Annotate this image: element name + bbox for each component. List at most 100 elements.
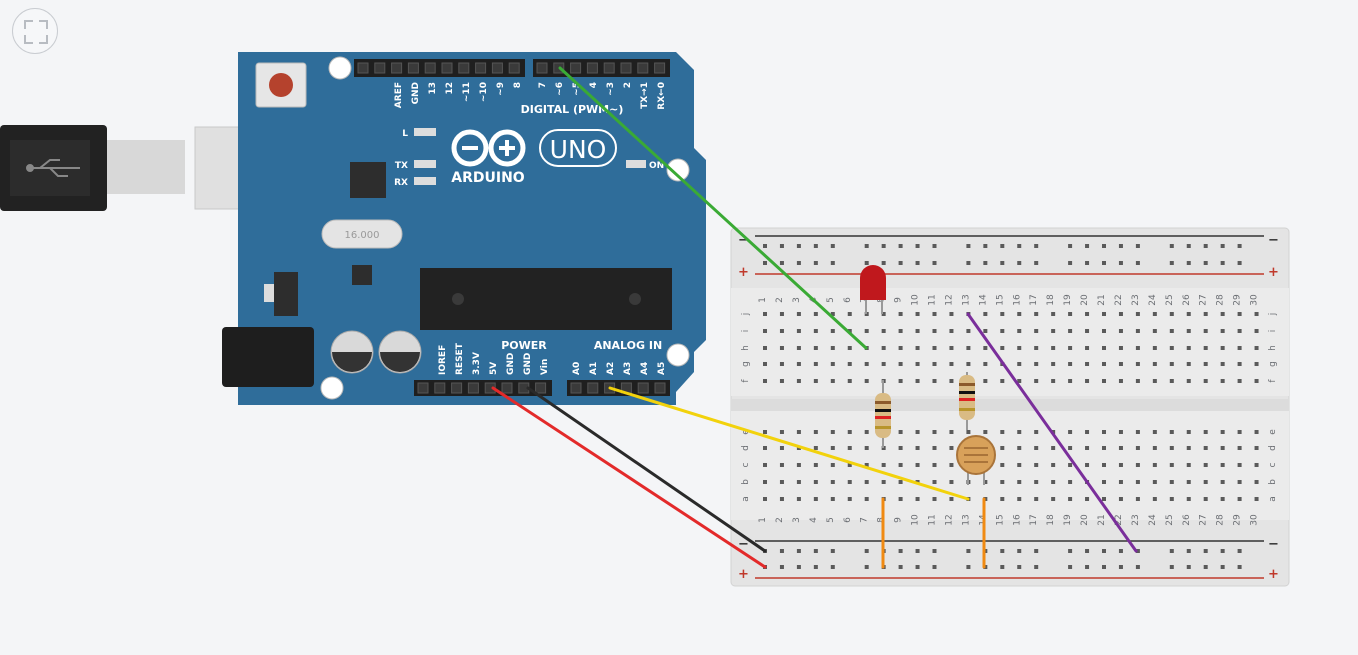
header-pin[interactable] <box>587 382 599 394</box>
breadboard-hole[interactable] <box>1068 329 1073 333</box>
breadboard-hole[interactable] <box>898 480 903 484</box>
breadboard-hole[interactable] <box>796 565 801 569</box>
breadboard-hole[interactable] <box>813 549 818 553</box>
breadboard-hole[interactable] <box>1085 549 1090 553</box>
header-pin[interactable] <box>391 62 403 74</box>
breadboard-hole[interactable] <box>864 497 869 501</box>
breadboard-hole[interactable] <box>881 362 886 366</box>
breadboard-hole[interactable] <box>1068 497 1073 501</box>
breadboard-hole[interactable] <box>915 329 920 333</box>
breadboard-hole[interactable] <box>966 261 971 265</box>
breadboard-hole[interactable] <box>1169 346 1174 350</box>
breadboard-hole[interactable] <box>1118 362 1123 366</box>
breadboard-hole[interactable] <box>1152 312 1157 316</box>
breadboard-hole[interactable] <box>1203 329 1208 333</box>
breadboard-hole[interactable] <box>1017 329 1022 333</box>
breadboard-hole[interactable] <box>1135 312 1140 316</box>
breadboard-hole[interactable] <box>1017 244 1022 248</box>
breadboard-hole[interactable] <box>847 312 852 316</box>
breadboard-hole[interactable] <box>830 480 835 484</box>
breadboard-hole[interactable] <box>1220 480 1225 484</box>
breadboard-hole[interactable] <box>763 346 767 350</box>
breadboard-hole[interactable] <box>932 463 937 467</box>
breadboard-hole[interactable] <box>1000 463 1005 467</box>
breadboard-hole[interactable] <box>813 497 818 501</box>
breadboard-hole[interactable] <box>1152 379 1157 383</box>
breadboard-hole[interactable] <box>1068 549 1073 553</box>
breadboard-hole[interactable] <box>1186 346 1191 350</box>
breadboard-hole[interactable] <box>1152 430 1157 434</box>
breadboard-hole[interactable] <box>1203 463 1208 467</box>
breadboard-hole[interactable] <box>813 244 818 248</box>
breadboard-hole[interactable] <box>1186 463 1191 467</box>
breadboard-hole[interactable] <box>1068 261 1073 265</box>
breadboard-hole[interactable] <box>830 261 835 265</box>
breadboard-hole[interactable] <box>763 362 767 366</box>
breadboard-hole[interactable] <box>1034 480 1039 484</box>
breadboard-hole[interactable] <box>983 261 988 265</box>
breadboard-hole[interactable] <box>1220 497 1225 501</box>
breadboard-hole[interactable] <box>1118 497 1123 501</box>
breadboard-hole[interactable] <box>983 244 988 248</box>
breadboard[interactable]: − + − + − + − + 112233445566778899101011… <box>730 227 1290 587</box>
wire-yellow[interactable] <box>608 386 970 501</box>
breadboard-hole[interactable] <box>1186 430 1191 434</box>
breadboard-hole[interactable] <box>983 430 988 434</box>
breadboard-hole[interactable] <box>881 480 886 484</box>
reset-button[interactable] <box>255 62 307 108</box>
breadboard-hole[interactable] <box>932 446 937 450</box>
arduino-uno-board[interactable]: 16.000 L TX RX ON ARDUINO UNO <box>222 52 706 405</box>
breadboard-hole[interactable] <box>779 379 784 383</box>
breadboard-hole[interactable] <box>1152 329 1157 333</box>
breadboard-hole[interactable] <box>1186 480 1191 484</box>
breadboard-hole[interactable] <box>1203 362 1208 366</box>
breadboard-hole[interactable] <box>847 463 852 467</box>
breadboard-hole[interactable] <box>763 480 767 484</box>
breadboard-hole[interactable] <box>1000 549 1005 553</box>
breadboard-hole[interactable] <box>1254 312 1259 316</box>
breadboard-hole[interactable] <box>1085 329 1090 333</box>
breadboard-hole[interactable] <box>1085 362 1090 366</box>
breadboard-hole[interactable] <box>932 565 937 569</box>
breadboard-hole[interactable] <box>915 244 920 248</box>
breadboard-hole[interactable] <box>1000 379 1005 383</box>
breadboard-hole[interactable] <box>1169 244 1174 248</box>
breadboard-hole[interactable] <box>1186 261 1191 265</box>
breadboard-hole[interactable] <box>1118 312 1123 316</box>
breadboard-hole[interactable] <box>864 362 869 366</box>
breadboard-hole[interactable] <box>813 312 818 316</box>
breadboard-hole[interactable] <box>1169 379 1174 383</box>
breadboard-hole[interactable] <box>763 497 767 501</box>
header-pin[interactable] <box>441 62 453 74</box>
wire-purple[interactable] <box>966 312 1138 553</box>
breadboard-hole[interactable] <box>1085 446 1090 450</box>
breadboard-hole[interactable] <box>1237 244 1242 248</box>
breadboard-hole[interactable] <box>1169 430 1174 434</box>
breadboard-hole[interactable] <box>1068 480 1073 484</box>
breadboard-hole[interactable] <box>1152 497 1157 501</box>
breadboard-hole[interactable] <box>949 497 954 501</box>
breadboard-hole[interactable] <box>864 463 869 467</box>
breadboard-hole[interactable] <box>1186 565 1191 569</box>
breadboard-hole[interactable] <box>796 379 801 383</box>
breadboard-hole[interactable] <box>915 446 920 450</box>
breadboard-hole[interactable] <box>830 565 835 569</box>
breadboard-hole[interactable] <box>1000 244 1005 248</box>
breadboard-hole[interactable] <box>1152 362 1157 366</box>
header-pin[interactable] <box>374 62 386 74</box>
breadboard-hole[interactable] <box>830 329 835 333</box>
breadboard-hole[interactable] <box>1135 565 1140 569</box>
breadboard-hole[interactable] <box>1203 565 1208 569</box>
breadboard-hole[interactable] <box>1102 497 1106 501</box>
breadboard-hole[interactable] <box>1000 430 1005 434</box>
breadboard-hole[interactable] <box>932 244 937 248</box>
breadboard-hole[interactable] <box>1034 549 1039 553</box>
header-pin[interactable] <box>357 62 369 74</box>
breadboard-hole[interactable] <box>1051 362 1056 366</box>
breadboard-hole[interactable] <box>1034 244 1039 248</box>
breadboard-hole[interactable] <box>1186 549 1191 553</box>
fit-to-view-button[interactable] <box>12 8 58 54</box>
breadboard-hole[interactable] <box>1220 312 1225 316</box>
breadboard-hole[interactable] <box>1203 244 1208 248</box>
